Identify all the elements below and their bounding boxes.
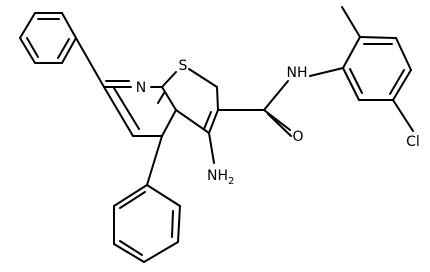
amino-bond (208, 132, 215, 164)
phenyl-ring-bottom (113, 184, 181, 263)
carbonyl-oxygen-label: O (292, 129, 303, 145)
thiophene-ring (161, 68, 219, 134)
chloromethylphenyl-ring (309, 6, 414, 132)
phenyl-link-bond (146, 135, 163, 186)
pyridine-ring (75, 37, 177, 137)
amide-nh-label: NH (287, 65, 308, 81)
sulfur-label: S (179, 58, 188, 74)
nitrogen-label: N (136, 80, 146, 96)
amino-label: NH2 (207, 168, 234, 187)
carboxamide-group (217, 80, 292, 137)
phenyl-ring-top-left (19, 12, 77, 64)
chlorine-label: Cl (406, 134, 420, 150)
